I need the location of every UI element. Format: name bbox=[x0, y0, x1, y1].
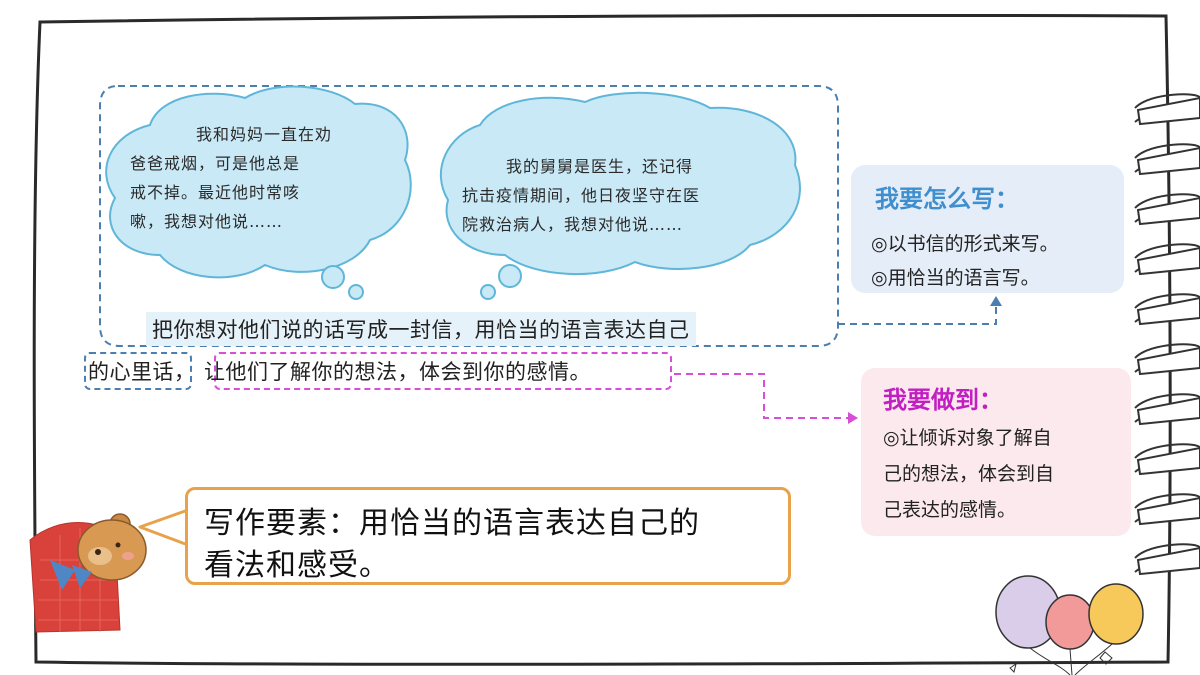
cloud-left-line: 嗽，我想对他说…… bbox=[130, 212, 284, 231]
highlight-goal bbox=[214, 352, 672, 390]
cloud-right-line: 抗击疫情期间，他日夜坚守在医 bbox=[462, 186, 701, 205]
how-to-write-item: ◎以书信的形式来写。 bbox=[871, 233, 1059, 255]
cloud-left-line: 爸爸戒烟，可是他总是 bbox=[130, 154, 301, 173]
writing-element-line1: 写作要素：用恰当的语言表达自己的 bbox=[204, 506, 700, 541]
highlight-heart-words bbox=[84, 352, 192, 390]
task-prompt-line1: 把你想对他们说的话写成一封信，用恰当的语言表达自己 bbox=[146, 312, 696, 346]
cloud-left-line: 戒不掉。最近他时常咳 bbox=[130, 183, 301, 202]
writing-element-box: 写作要素：用恰当的语言表达自己的 看法和感受。 bbox=[185, 487, 791, 585]
clouds-dashed-container bbox=[99, 85, 839, 347]
blue-arrow bbox=[838, 302, 997, 325]
task-period: 。 bbox=[569, 360, 591, 384]
goals-line: 己表达的感情。 bbox=[883, 499, 1017, 521]
cloud-right-line: 院救治病人，我想对他说…… bbox=[462, 215, 684, 234]
cloud-left-shape bbox=[105, 85, 412, 300]
notebook-rings bbox=[1134, 93, 1200, 576]
bear-illustration bbox=[29, 513, 147, 633]
goals-line: ◎让倾诉对象了解自 bbox=[883, 427, 1052, 449]
cloud-right-text: 我的舅舅是医生，还记得 抗击疫情期间，他日夜坚守在医 院救治病人，我想对他说…… bbox=[462, 152, 700, 239]
task-goal-text: 让他们了解你的想法，体会到你的感情 bbox=[204, 360, 570, 384]
task-prompt-line2: 的心里话， 让他们了解你的想法，体会到你的感情。 bbox=[88, 356, 591, 386]
cloud-left-text: 我和妈妈一直在劝 爸爸戒烟，可是他总是 戒不掉。最近他时常咳 嗽，我想对他说…… bbox=[130, 120, 332, 236]
goals-box: 我要做到： ◎让倾诉对象了解自 己的想法，体会到自 己表达的感情。 bbox=[861, 368, 1131, 536]
how-to-write-item: ◎用恰当的语言写。 bbox=[871, 267, 1040, 289]
goals-title: 我要做到： bbox=[883, 386, 1003, 414]
writing-element-line2: 看法和感受。 bbox=[204, 548, 390, 583]
task-comma: ， bbox=[174, 360, 196, 384]
how-to-write-box: 我要怎么写： ◎以书信的形式来写。 ◎用恰当的语言写。 bbox=[851, 165, 1124, 293]
task-heart-words: 的心里话 bbox=[88, 360, 174, 384]
balloons-illustration bbox=[995, 575, 1144, 675]
pink-arrow bbox=[674, 373, 850, 419]
cloud-right-shape bbox=[439, 91, 801, 300]
cloud-left-line: 我和妈妈一直在劝 bbox=[196, 125, 333, 144]
cloud-right-line: 我的舅舅是医生，还记得 bbox=[506, 157, 694, 176]
how-to-write-title: 我要怎么写： bbox=[875, 185, 1019, 213]
speech-pointer bbox=[138, 508, 189, 547]
goals-line: 己的想法，体会到自 bbox=[883, 463, 1055, 485]
